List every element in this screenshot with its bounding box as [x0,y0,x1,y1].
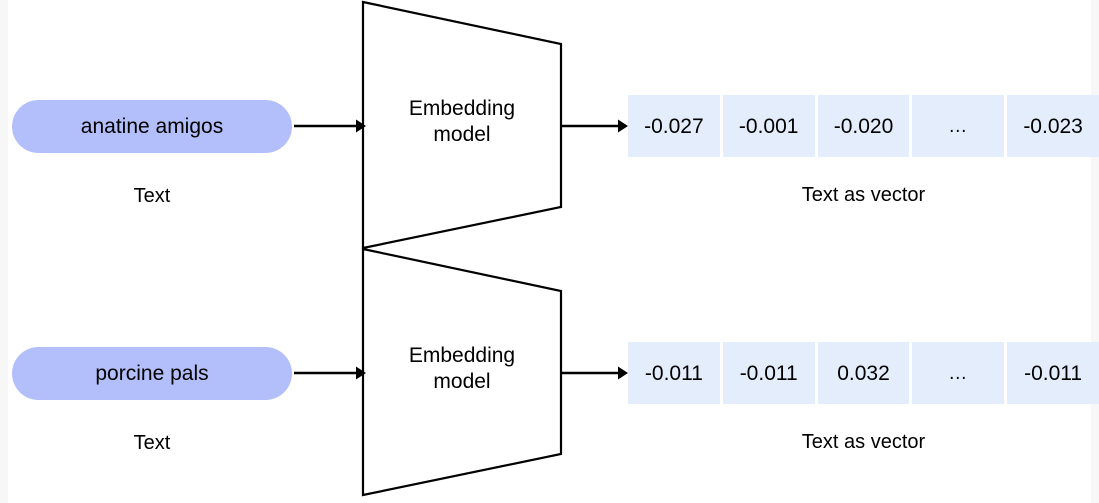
input-text-pill-1[interactable]: anatine amigos [12,100,292,153]
vector-cell: -0.011 [722,342,815,404]
embedding-model-label-1: Embedding model [362,96,562,147]
embedding-model-label-1-line1: Embedding [408,97,516,120]
vector-cell: -0.020 [817,95,910,157]
input-text-label-1: anatine amigos [80,115,224,138]
embedding-model-label-1-line2: model [433,122,491,146]
arrow-input-to-model-2 [294,366,366,380]
vector-cell: -0.023 [1007,95,1099,157]
vector-cell: -0.001 [722,95,815,157]
embedding-model-label-2: Embedding model [362,343,562,394]
input-text-label-2: porcine pals [95,362,209,385]
vector-caption-1: Text as vector [801,184,926,206]
vector-row-2: -0.011 -0.011 0.032 … -0.011 [628,342,1099,404]
left-margin-strip [0,0,8,503]
vector-cell: 0.032 [817,342,910,404]
embedding-model-label-2-line1: Embedding [408,344,516,367]
vector-cell-ellipsis: … [912,342,1005,404]
arrow-model-to-vector-2 [561,366,628,380]
vector-caption-2: Text as vector [801,431,926,453]
vector-cell: -0.027 [628,95,720,157]
embedding-model-label-2-line2: model [433,369,491,393]
vector-row-1: -0.027 -0.001 -0.020 … -0.023 [628,95,1099,157]
vector-cell-ellipsis: … [912,95,1005,157]
arrow-input-to-model-1 [294,119,366,133]
vector-cell: -0.011 [628,342,720,404]
input-caption-1: Text [133,185,171,207]
arrow-model-to-vector-1 [561,119,628,133]
right-margin-strip [1091,0,1099,503]
vector-cell: -0.011 [1007,342,1099,404]
input-caption-2: Text [133,432,171,454]
input-text-pill-2[interactable]: porcine pals [12,347,292,400]
